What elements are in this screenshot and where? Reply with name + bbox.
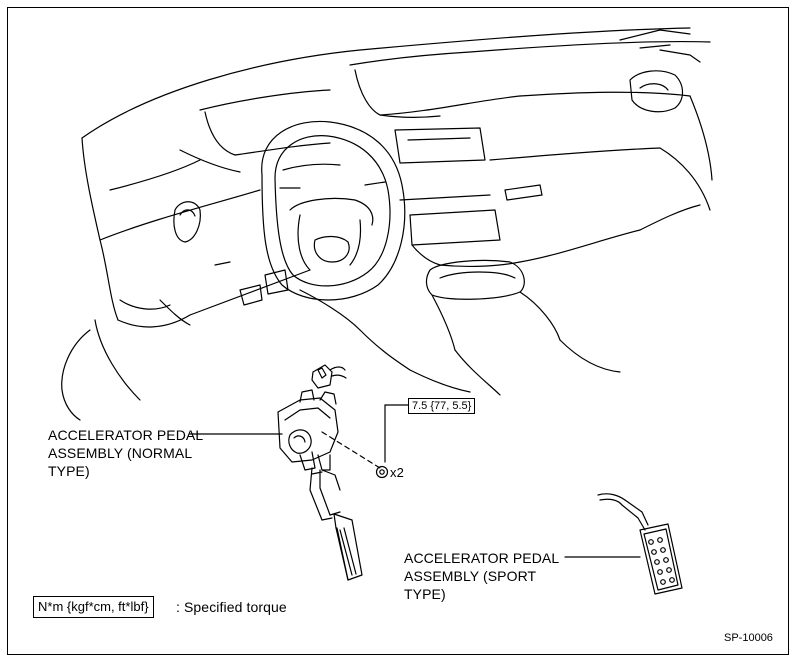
dashboard-outline	[61, 27, 713, 421]
normal-pedal-label: ACCELERATOR PEDAL ASSEMBLY (NORMAL TYPE)	[48, 427, 204, 479]
steering-wheel	[261, 120, 406, 301]
sport-pedal-label: ACCELERATOR PEDAL ASSEMBLY (SPORT TYPE)	[404, 550, 560, 602]
nut-icon	[375, 465, 389, 479]
figure-id: SP-10006	[724, 632, 773, 644]
connector-icon	[311, 364, 347, 389]
mounting-line	[321, 404, 411, 469]
torque-legend-description: : Specified torque	[176, 599, 287, 615]
normal-pedal-assembly-drawing	[277, 389, 363, 581]
torque-unit-legend-box: N*m {kgf*cm, ft*lbf}	[33, 596, 154, 618]
diagram-frame	[7, 7, 789, 655]
quantity-label: x2	[390, 465, 404, 480]
sport-pedal-drawing	[597, 493, 683, 595]
torque-value-box: 7.5 {77, 5.5}	[408, 398, 476, 414]
